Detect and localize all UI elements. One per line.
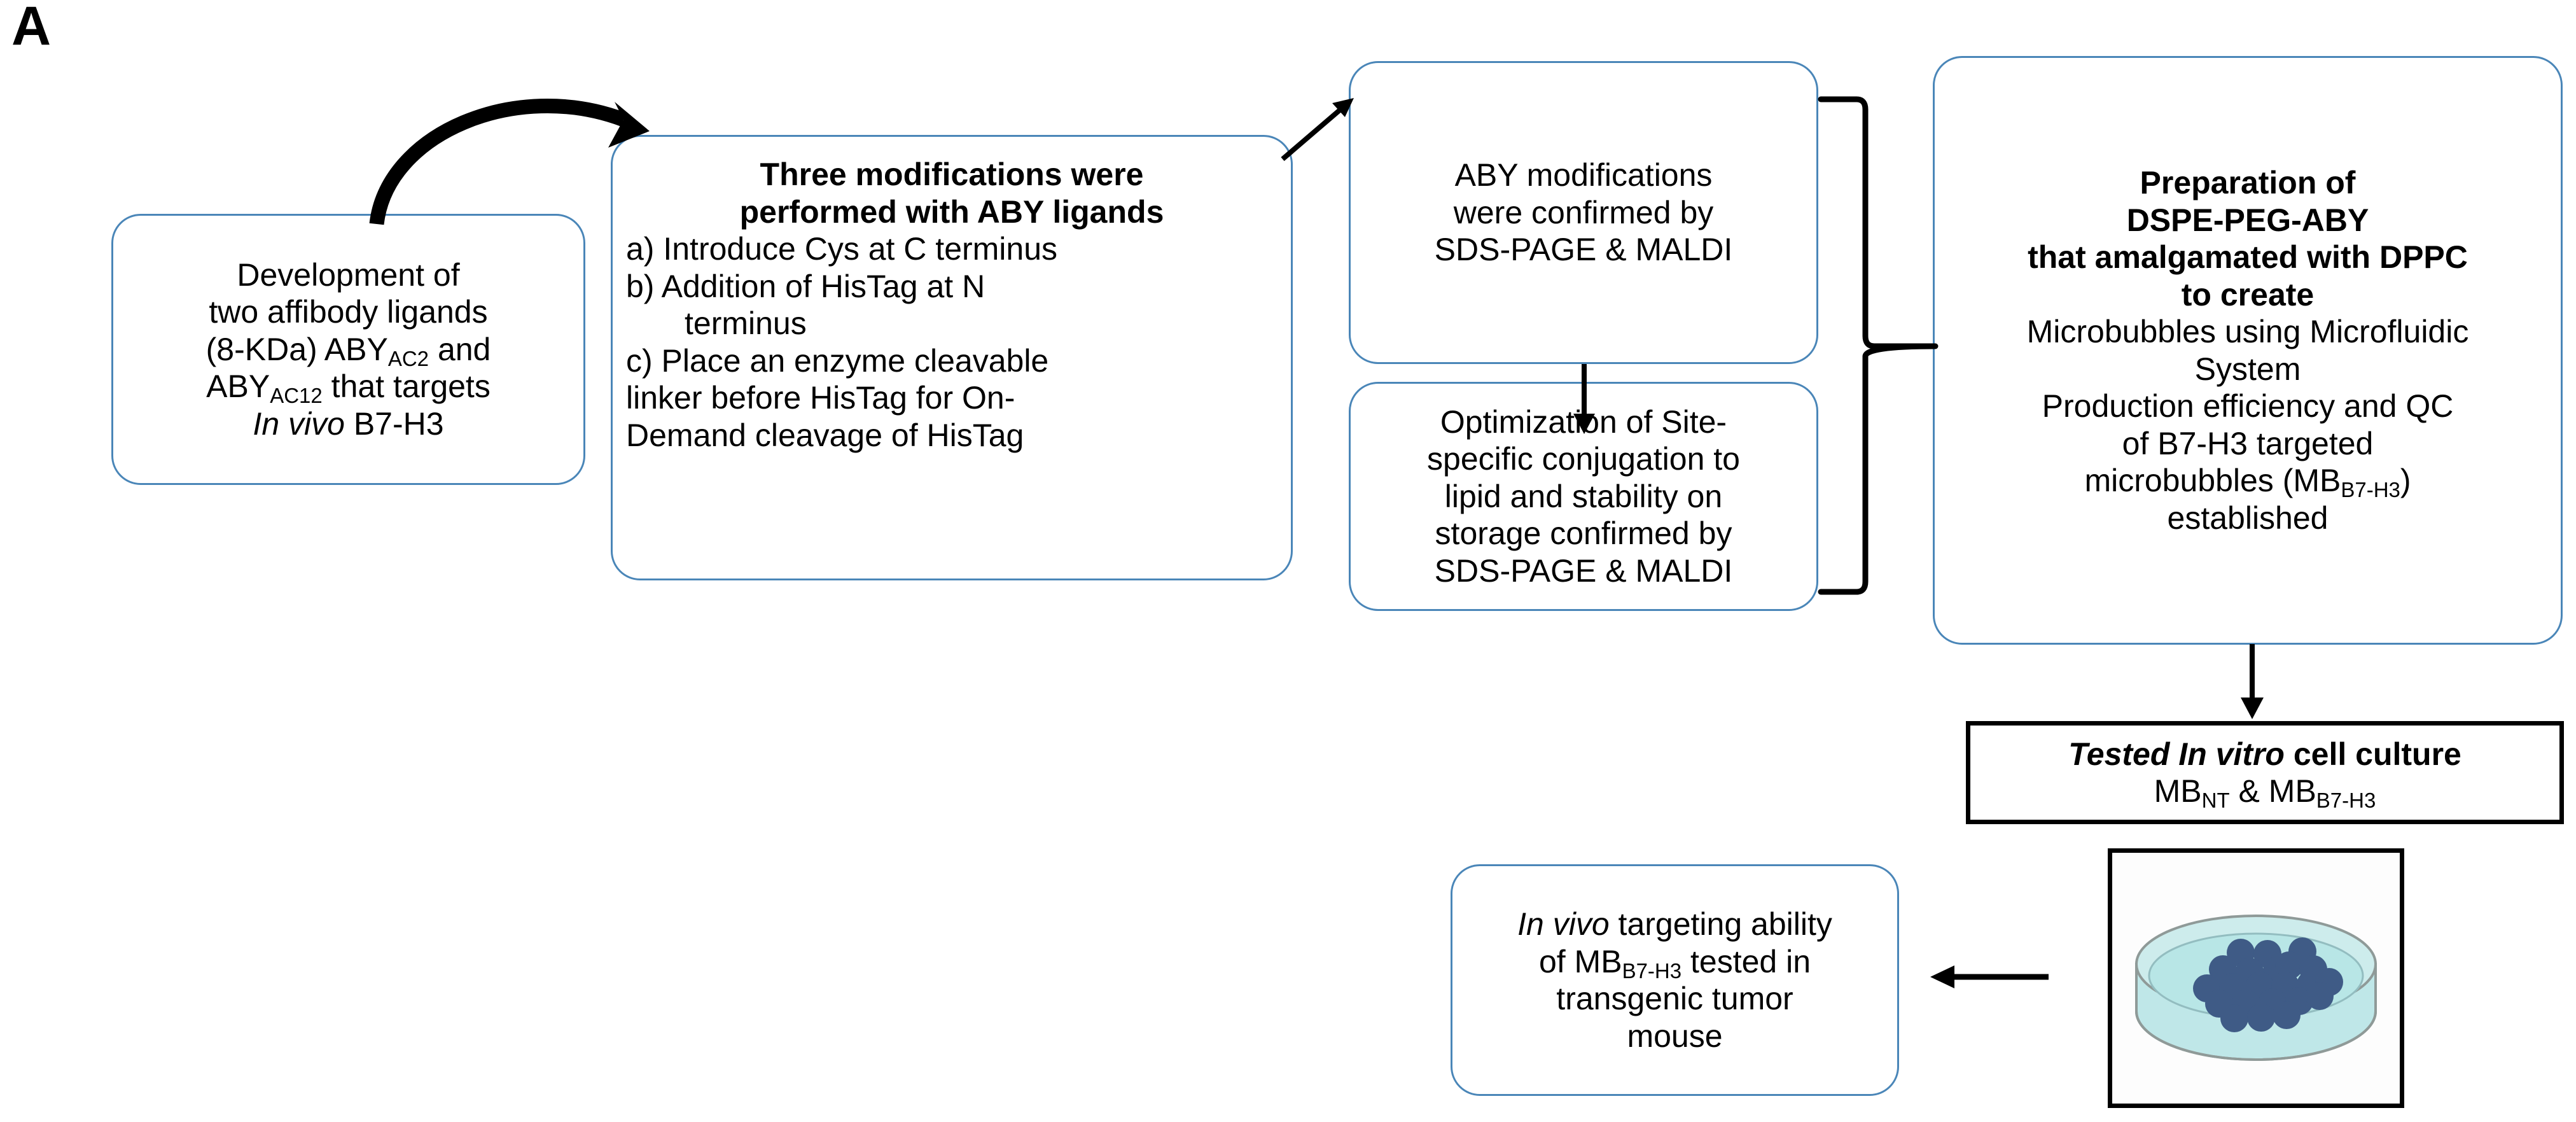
preparation-line-10: established [2167,500,2329,536]
confirmed-line-1: ABY modifications [1454,157,1713,193]
preparation-line-3: that amalgamated with DPPC [2028,239,2468,275]
brace-confirmed-optimization-to-preparation [1817,95,1944,598]
confirmed-line-3: SDS-PAGE & MALDI [1434,232,1733,268]
development-line-5: In vivo B7-H3 [253,405,444,442]
optimization-line-4: storage confirmed by [1435,515,1732,552]
box-aby-modifications-confirmed: ABY modifications were confirmed by SDS-… [1349,61,1818,364]
modifications-header-line-2: performed with ABY ligands [739,193,1164,230]
preparation-line-7: Production efficiency and QC [2042,388,2454,424]
invivo-line-1: In vivo targeting ability [1517,906,1832,942]
preparation-line-2: DSPE-PEG-ABY [2126,202,2369,238]
invitro-line-2: MBNT & MBB7-H3 [2154,773,2376,813]
modification-item-c: c) Place an enzyme cleavable [626,342,1049,379]
box-optimization-site-specific-conjugation: Optimization of Site- specific conjugati… [1349,382,1818,611]
invivo-line-2: of MBB7-H3 tested in [1538,943,1811,983]
development-line-4: ABYAC12 that targets [206,368,491,408]
modification-item-b: b) Addition of HisTag at N [626,268,985,304]
preparation-line-4: to create [2181,276,2315,312]
panel-label: A [11,0,52,57]
optimization-line-5: SDS-PAGE & MALDI [1434,552,1733,589]
invivo-line-3: transgenic tumor [1556,981,1793,1016]
subscript-ac2: AC2 [387,346,429,370]
development-line-2: two affibody ligands [209,294,488,330]
preparation-line-1: Preparation of [2140,165,2356,200]
modification-item-c-cont-1: linker before HisTag for On- [626,380,1015,416]
petri-dish-icon [2135,915,2377,1061]
development-line-3: (8-KDa) ABYAC2 and [205,331,491,370]
optimization-line-2: specific conjugation to [1427,441,1740,477]
modification-item-a: a) Introduce Cys at C terminus [626,231,1058,267]
modification-item-b-cont: terminus [685,305,807,341]
left-arrow-invitro-to-invivo [1921,955,2068,999]
down-arrow-preparation-to-invitro [2230,644,2274,724]
subscript-b7h3: B7-H3 [2341,478,2400,502]
box-tested-in-vitro-cell-culture: Tested In vitro cell culture MBNT & MBB7… [1966,721,2564,824]
box-development-of-affibody-ligands: Development of two affibody ligands (8-K… [111,214,585,485]
optimization-line-3: lipid and stability on [1444,478,1723,514]
preparation-line-6: System [2194,351,2301,387]
optimization-line-1: Optimization of Site- [1440,403,1727,440]
confirmed-line-2: were confirmed by [1453,194,1714,230]
modification-item-c-cont-2: Demand cleavage of HisTag [626,417,1024,453]
subscript-ac12: AC12 [270,384,323,408]
preparation-line-9: microbubbles (MBB7-H3) [2084,463,2411,502]
box-three-modifications: Three modifications were performed with … [611,135,1293,580]
preparation-line-5: Microbubbles using Microfluidic [2026,314,2469,349]
box-in-vivo-targeting-ability: In vivo targeting ability of MBB7-H3 tes… [1451,864,1899,1096]
subscript-b7h3: B7-H3 [1622,958,1682,983]
invivo-line-4: mouse [1627,1018,1723,1054]
development-line-1: Development of [237,256,460,293]
invitro-line-1: Tested In vitro cell culture [2068,736,2461,772]
modifications-header-line-1: Three modifications were [760,157,1144,192]
subscript-nt: NT [2201,789,2230,813]
box-preparation-dspe-peg-aby: Preparation of DSPE-PEG-ABY that amalgam… [1933,56,2563,645]
subscript-b7h3: B7-H3 [2316,789,2376,813]
preparation-line-8: of B7-H3 targeted [2122,425,2374,461]
petri-dish-figure-frame [2108,848,2404,1108]
